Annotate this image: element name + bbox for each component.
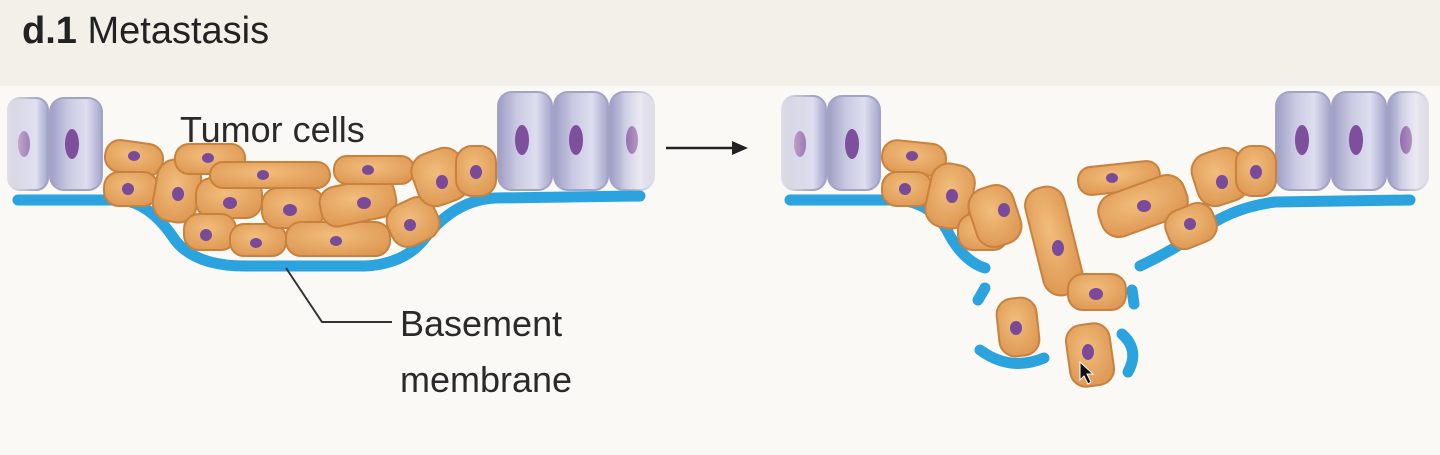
epithelial-cell [49,97,103,191]
tumor-cells-label: Tumor cells [180,109,365,150]
tumor-cell [285,221,391,257]
tumor-cell [333,155,415,185]
membrane-segment [974,344,1050,369]
tumor-cell [1097,174,1189,238]
tumor-cell [1067,273,1127,311]
tumor-cell [103,171,159,207]
arrow-icon [666,141,748,155]
basement-membrane-leader-line [285,267,392,323]
tumor-cell [1064,322,1116,388]
right-epithelium [774,90,1436,192]
tumor-cell [455,145,497,197]
tumor-cell [1164,201,1218,251]
tumor-cell [209,161,331,189]
figure-title: d.1 Metastasis [22,10,269,53]
figure-title-text: Metastasis [87,10,270,52]
membrane-segment [972,282,991,306]
epithelial-cell [497,91,553,191]
tumor-cell [410,146,470,208]
tumor-cell [1235,145,1277,197]
basement-membrane-left [12,190,646,272]
basement-membrane-label-line2: membrane [400,359,572,400]
epithelial-cell [553,91,609,191]
tumor-cell-cluster-right [880,139,1277,388]
figure-number: d.1 [22,10,77,52]
tumor-cell-cluster-left [103,139,497,257]
tumor-cell [261,187,325,229]
mouse-cursor-icon [1079,360,1095,385]
basement-membrane-label-line1: Basement [400,303,562,344]
tumor-cell [385,196,441,248]
tumor-cell [183,213,237,251]
epithelial-cell [827,95,881,191]
membrane-segment [1126,284,1140,310]
epithelial-cell [1275,91,1331,191]
left-epithelium [0,90,662,192]
membrane-segment [1116,328,1139,378]
epithelial-cell [1331,91,1387,191]
tumor-cell [881,171,933,207]
tumor-cell [318,176,398,228]
tumor-cell [967,184,1023,248]
tumor-cell [924,162,976,230]
tumor-cell [995,296,1041,358]
